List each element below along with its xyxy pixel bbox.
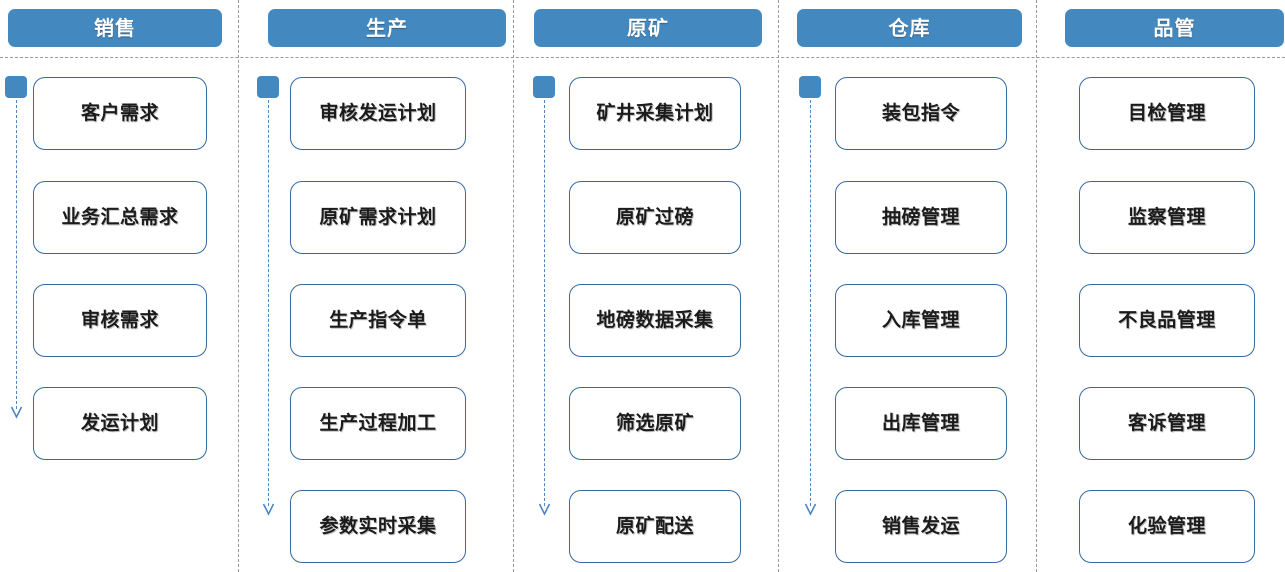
node-box[interactable]: 原矿过磅 xyxy=(569,181,741,254)
node-label: 生产过程加工 xyxy=(319,412,437,434)
column-raw-ore: 原矿 矿井采集计划 原矿过磅 地磅数据采集 筛选原矿 原矿配送 xyxy=(520,0,785,572)
node-box[interactable]: 生产指令单 xyxy=(290,284,466,357)
column-warehouse: 仓库 装包指令 抽磅管理 入库管理 出库管理 销售发运 xyxy=(785,0,1043,572)
node-box[interactable]: 审核需求 xyxy=(33,284,207,357)
flow-arrowhead-icon xyxy=(10,406,23,419)
column-header-warehouse[interactable]: 仓库 xyxy=(797,9,1022,47)
column-separator-2 xyxy=(513,0,514,572)
node-label: 原矿过磅 xyxy=(615,206,694,228)
column-separator-3 xyxy=(778,0,779,572)
node-label: 化验管理 xyxy=(1127,515,1206,537)
column-header-label: 生产 xyxy=(366,16,408,40)
node-label: 客诉管理 xyxy=(1127,412,1206,434)
node-box[interactable]: 销售发运 xyxy=(835,490,1007,563)
node-box[interactable]: 矿井采集计划 xyxy=(569,77,741,150)
column-header-label: 品管 xyxy=(1153,16,1196,40)
node-label: 原矿需求计划 xyxy=(319,206,437,228)
node-label: 矿井采集计划 xyxy=(596,102,714,124)
flow-arrowhead-icon xyxy=(262,503,275,516)
node-label: 审核需求 xyxy=(80,309,159,331)
column-header-label: 原矿 xyxy=(627,16,669,40)
node-label: 发运计划 xyxy=(80,412,159,434)
column-header-raw-ore[interactable]: 原矿 xyxy=(534,9,762,47)
flow-start-marker-icon xyxy=(257,76,279,98)
node-label: 地磅数据采集 xyxy=(596,309,714,331)
node-label: 监察管理 xyxy=(1127,206,1206,228)
flow-dashed-line xyxy=(268,100,269,506)
node-label: 不良品管理 xyxy=(1118,309,1216,331)
node-box[interactable]: 抽磅管理 xyxy=(835,181,1007,254)
node-label: 抽磅管理 xyxy=(881,206,960,228)
node-box[interactable]: 业务汇总需求 xyxy=(33,181,207,254)
node-label: 销售发运 xyxy=(881,515,960,537)
column-header-quality[interactable]: 品管 xyxy=(1065,9,1284,47)
column-header-sales[interactable]: 销售 xyxy=(8,9,222,47)
flow-arrowhead-icon xyxy=(804,503,817,516)
node-box[interactable]: 化验管理 xyxy=(1079,490,1255,563)
node-box[interactable]: 客户需求 xyxy=(33,77,207,150)
node-label: 客户需求 xyxy=(80,102,159,124)
flow-dashed-line xyxy=(810,100,811,506)
node-label: 入库管理 xyxy=(881,309,960,331)
node-box[interactable]: 不良品管理 xyxy=(1079,284,1255,357)
node-box[interactable]: 生产过程加工 xyxy=(290,387,466,460)
column-header-label: 销售 xyxy=(94,16,136,40)
flow-dashed-line xyxy=(16,100,17,409)
node-label: 装包指令 xyxy=(881,102,960,124)
flow-arrowhead-icon xyxy=(538,503,551,516)
node-box[interactable]: 原矿需求计划 xyxy=(290,181,466,254)
node-box[interactable]: 筛选原矿 xyxy=(569,387,741,460)
node-box[interactable]: 装包指令 xyxy=(835,77,1007,150)
node-label: 参数实时采集 xyxy=(319,515,437,537)
column-header-label: 仓库 xyxy=(888,16,931,40)
flow-start-marker-icon xyxy=(5,76,27,98)
node-label: 业务汇总需求 xyxy=(61,206,179,228)
node-box[interactable]: 地磅数据采集 xyxy=(569,284,741,357)
node-box[interactable]: 目检管理 xyxy=(1079,77,1255,150)
node-label: 审核发运计划 xyxy=(319,102,437,124)
node-label: 出库管理 xyxy=(881,412,960,434)
column-header-production[interactable]: 生产 xyxy=(268,9,506,47)
node-box[interactable]: 原矿配送 xyxy=(569,490,741,563)
column-separator-4 xyxy=(1036,0,1037,572)
node-label: 目检管理 xyxy=(1127,102,1206,124)
column-separator-1 xyxy=(238,0,239,572)
column-sales: 销售 客户需求 业务汇总需求 审核需求 发运计划 xyxy=(0,0,238,572)
node-label: 筛选原矿 xyxy=(615,412,694,434)
node-label: 原矿配送 xyxy=(615,515,694,537)
column-quality: 品管 目检管理 监察管理 不良品管理 客诉管理 化验管理 xyxy=(1043,0,1285,572)
node-box[interactable]: 客诉管理 xyxy=(1079,387,1255,460)
node-box[interactable]: 出库管理 xyxy=(835,387,1007,460)
header-separator-line xyxy=(0,57,1285,58)
flow-start-marker-icon xyxy=(799,76,821,98)
node-box[interactable]: 发运计划 xyxy=(33,387,207,460)
flow-dashed-line xyxy=(544,100,545,506)
node-box[interactable]: 审核发运计划 xyxy=(290,77,466,150)
column-production: 生产 审核发运计划 原矿需求计划 生产指令单 生产过程加工 参数实时采集 xyxy=(245,0,520,572)
node-box[interactable]: 参数实时采集 xyxy=(290,490,466,563)
node-box[interactable]: 监察管理 xyxy=(1079,181,1255,254)
node-box[interactable]: 入库管理 xyxy=(835,284,1007,357)
flow-start-marker-icon xyxy=(533,76,555,98)
node-label: 生产指令单 xyxy=(329,309,427,331)
